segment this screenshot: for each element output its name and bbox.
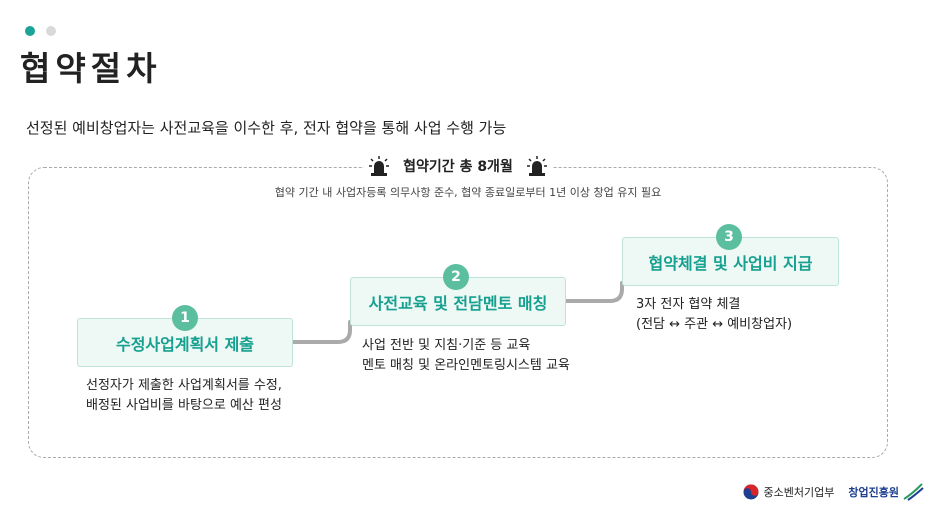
step-1-title: 수정사업계획서 제출: [115, 334, 255, 354]
agency-logo: 창업진흥원: [848, 482, 924, 502]
agency-emblem-icon: [903, 483, 924, 501]
step-2-box: 사전교육 및 전담멘토 매칭: [350, 277, 566, 326]
ministry-logo: 중소벤처기업부: [743, 484, 835, 500]
step-2-description: 사업 전반 및 지침·기준 등 교육 멘토 매칭 및 온라인멘토링시스템 교육: [362, 338, 570, 373]
agency-name: 창업진흥원: [848, 486, 899, 499]
page-indicator-active[interactable]: [25, 26, 35, 36]
siren-icon: [527, 156, 547, 176]
footer-logos: 중소벤처기업부 창업진흥원: [743, 482, 924, 502]
ministry-name: 중소벤처기업부: [763, 486, 835, 499]
step-3-title: 협약체결 및 사업비 지급: [648, 253, 813, 273]
page-subtitle: 선정된 예비창업자는 사전교육을 이수한 후, 전자 협약을 통해 사업 수행 …: [26, 119, 507, 137]
taegeuk-icon: [743, 484, 759, 500]
page-indicator-inactive[interactable]: [46, 26, 56, 36]
step-2-title: 사전교육 및 전담멘토 매칭: [368, 293, 548, 313]
step-1-description: 선정자가 제출한 사업계획서를 수정, 배정된 사업비를 바탕으로 예산 편성: [86, 378, 282, 413]
siren-icon: [369, 156, 389, 176]
step-3-number: 3: [716, 224, 742, 250]
page-title: 협약절차: [20, 49, 162, 88]
step-3-description: 3자 전자 협약 체결 (전담 ↔ 주관 ↔ 예비창업자): [636, 297, 793, 332]
period-text: 협약기간 총 8개월: [403, 159, 513, 175]
step-2-number: 2: [443, 264, 469, 290]
agreement-note: 협약 기간 내 사업자등록 의무사항 준수, 협약 종료일로부터 1년 이상 창…: [274, 186, 662, 199]
period-label: 협약기간 총 8개월: [364, 148, 552, 184]
step-1-number: 1: [172, 305, 198, 331]
